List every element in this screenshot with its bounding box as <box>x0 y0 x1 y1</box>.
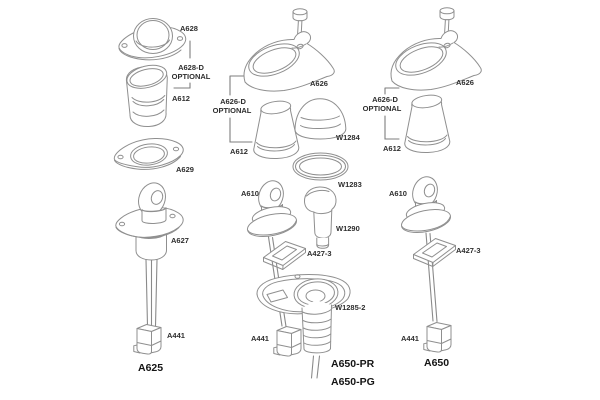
part-a441-connector-right <box>423 322 452 353</box>
part-a610-fixture-middle <box>244 177 300 241</box>
label-a612-middle: A612 <box>230 147 248 156</box>
label-a626-right: A626 <box>456 78 474 87</box>
assembly-a650pr-pg-column: A626 A626-D OPTIONAL A612 W1284 W1283 A6… <box>213 8 375 388</box>
label-a628d-line1: A628-D <box>178 63 204 72</box>
label-a626d-right-line2: OPTIONAL <box>363 104 402 113</box>
label-a441-left: A441 <box>167 331 185 340</box>
label-a626d-right-line1: A626-D <box>372 95 398 104</box>
assembly-a650-column: A626 A626-D OPTIONAL A612 A610 A427-3 A4… <box>363 7 482 369</box>
part-w1285-2-body <box>301 300 332 356</box>
label-a628d-line2: OPTIONAL <box>172 72 211 81</box>
wires-w1285-2 <box>310 355 321 379</box>
label-a610-middle: A610 <box>241 189 259 198</box>
leader-a626d-optional-right <box>384 87 400 140</box>
part-a612-lens-cylinder <box>125 64 168 128</box>
label-a427-3-right: A427-3 <box>456 246 481 255</box>
label-a628: A628 <box>180 24 198 33</box>
label-a626d-middle-line2: OPTIONAL <box>213 106 252 115</box>
part-w1290-bulb <box>303 186 337 249</box>
label-w1290: W1290 <box>336 224 360 233</box>
label-a612-right: A612 <box>383 144 401 153</box>
wires-a627 <box>145 258 158 328</box>
label-a610-right: A610 <box>389 189 407 198</box>
leader-a628d-optional-left <box>173 40 191 89</box>
label-a627: A627 <box>171 236 189 245</box>
part-a629-gasket <box>113 138 184 170</box>
label-a427-3-middle: A427-3 <box>307 249 332 258</box>
part-w1283-oring <box>292 152 349 181</box>
label-a612-left: A612 <box>172 94 190 103</box>
label-w1285-2: W1285-2 <box>335 303 365 312</box>
assembly-label-a625: A625 <box>138 362 163 374</box>
part-a628-flange <box>118 18 187 61</box>
part-a627-bulb-fixture <box>115 182 184 261</box>
label-a629: A629 <box>176 165 194 174</box>
part-a612-lens-right <box>404 92 451 154</box>
label-a626-middle: A626 <box>310 79 328 88</box>
label-a626d-middle-line1: A626-D <box>220 97 246 106</box>
label-a441-middle: A441 <box>251 334 269 343</box>
part-a441-connector-middle <box>273 326 302 357</box>
part-a441-connector-left <box>133 324 162 355</box>
label-w1284: W1284 <box>336 133 361 142</box>
part-w1284-dome <box>294 98 347 140</box>
label-a441-right: A441 <box>401 334 419 343</box>
part-a427-3-plate-right <box>413 238 456 267</box>
assembly-label-a650: A650 <box>424 357 449 369</box>
label-w1283: W1283 <box>338 180 362 189</box>
assembly-a625-column: A628 A628-D OPTIONAL A612 A629 A627 A441… <box>113 18 211 374</box>
part-a610-fixture-right <box>398 173 454 237</box>
assembly-label-a650-pr: A650-PR <box>331 358 375 370</box>
part-a612-lens-middle <box>253 98 300 160</box>
assembly-label-a650-pg: A650-PG <box>331 376 375 388</box>
